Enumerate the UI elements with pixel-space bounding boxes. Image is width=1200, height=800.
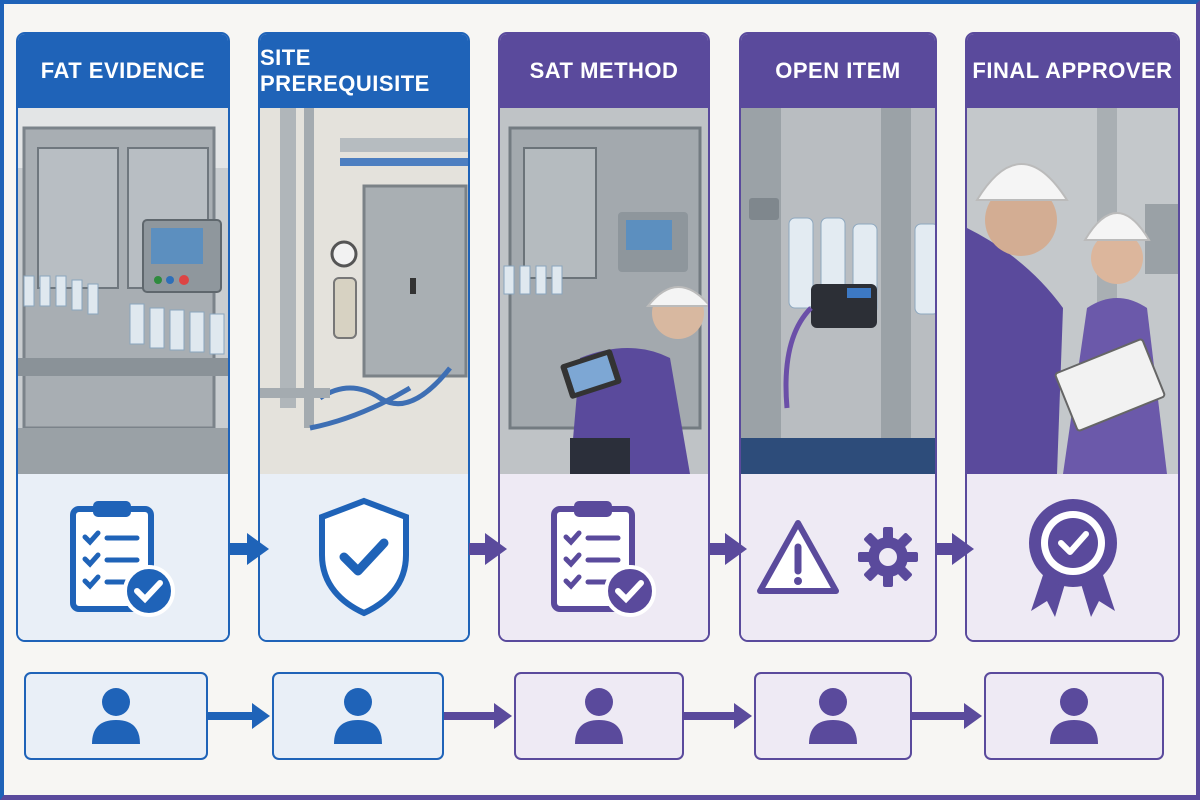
person-box (514, 672, 684, 760)
step-card-site-prerequisite: SITE PREREQUISITE (258, 32, 470, 642)
step-card-open-item: OPEN ITEM (739, 32, 937, 642)
clipboard-check-icon (551, 501, 656, 617)
person-box (984, 672, 1164, 760)
person-icon (92, 688, 140, 744)
person-icon (1050, 688, 1098, 744)
icon-pane (967, 474, 1178, 640)
approvers-photo (967, 108, 1178, 474)
step-card-fat-evidence: FAT EVIDENCE (16, 32, 230, 642)
step-title: FAT EVIDENCE (18, 34, 228, 108)
warning-icon (757, 520, 839, 594)
step-title: FINAL APPROVER (967, 34, 1178, 108)
icon-pane (260, 474, 468, 640)
step-title: SITE PREREQUISITE (260, 34, 468, 108)
flow-arrow (684, 703, 752, 729)
person-box (754, 672, 912, 760)
gear-icon (858, 527, 918, 587)
icon-pane (18, 474, 228, 640)
icon-pane (500, 474, 708, 640)
person-box (24, 672, 208, 760)
step-card-sat-method: SAT METHOD (498, 32, 710, 642)
person-icon (809, 688, 857, 744)
flow-arrow (208, 703, 270, 729)
award-badge-icon (1028, 499, 1117, 617)
utility-panel-photo (260, 108, 468, 474)
machine-photo (18, 108, 228, 474)
step-title: OPEN ITEM (741, 34, 935, 108)
person-box (272, 672, 444, 760)
person-icon (575, 688, 623, 744)
shield-check-icon (319, 497, 409, 617)
flow-arrow (444, 703, 512, 729)
flow-arrow (936, 533, 974, 565)
flow-arrow (912, 703, 982, 729)
clipboard-check-icon (70, 501, 175, 617)
step-card-final-approver: FINAL APPROVER (965, 32, 1180, 642)
step-title: SAT METHOD (500, 34, 708, 108)
technician-tablet-photo (500, 108, 708, 474)
flow-arrow (469, 533, 507, 565)
icon-pane (741, 474, 935, 640)
flow-arrow (709, 533, 747, 565)
sensor-closeup-photo (741, 108, 935, 474)
person-icon (334, 688, 382, 744)
flow-arrow (229, 533, 269, 565)
